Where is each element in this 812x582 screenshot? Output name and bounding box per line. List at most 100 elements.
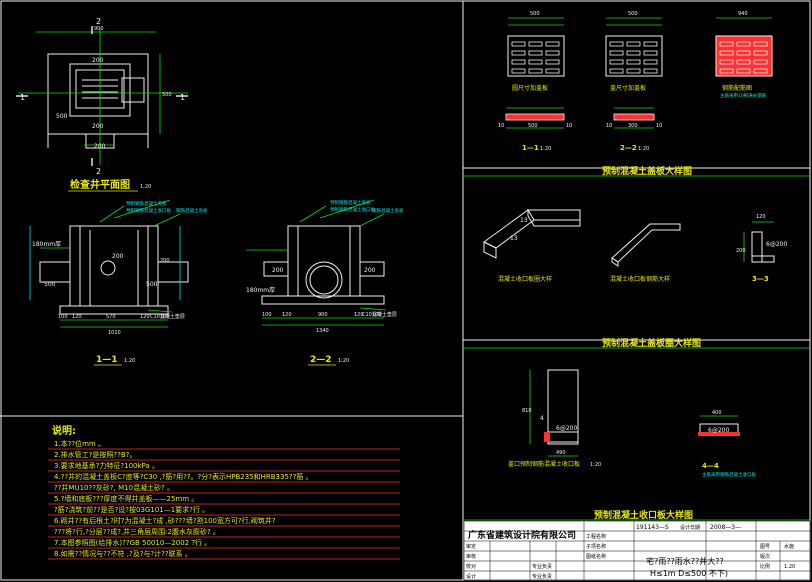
cover-slot (511, 59, 526, 65)
cover-slot (719, 41, 734, 47)
title-block-label: 专业负责 (532, 573, 552, 580)
cover-slot (609, 50, 624, 56)
cover-plate-1-slots (511, 41, 560, 74)
collar-rebar: 6@200 (766, 241, 787, 248)
notes-block: 说明: 1.本??位mm 。2.排水管工?是按照??B?。3.要求地基承?力特征… (48, 424, 400, 560)
cover-slot (528, 68, 543, 74)
section1-dim-200b: 200 (160, 258, 170, 264)
cover-section-2-2: 2—2 (620, 144, 637, 152)
plan-dim-top-total: 900 (94, 26, 104, 32)
cover2-bot-dim-b: 300 (628, 123, 638, 129)
plan-dim-right: 500 (162, 92, 172, 98)
drawing-title-line1: 宅?雨??雨水??井大?? (646, 556, 724, 566)
mouth-label: 盖口预制钢筋混凝土收口板 (508, 460, 580, 468)
section-2-2: 预制钢筋混凝土盖板 预制钢筋混凝土收口板 钢筋混凝土盖板 180mm厚 200 … (246, 199, 404, 366)
cover-plate-2-slots (609, 41, 658, 74)
mouth-rebar2: 6@200 (708, 427, 729, 434)
title-block-label: 专业负责 (532, 563, 552, 570)
banner3-text: 预制混凝土收口板大样图 (594, 509, 693, 521)
mouth-section-rebar (698, 432, 740, 436)
date-label: 设计日期 (680, 524, 700, 531)
cover-slot (643, 50, 658, 56)
cover-slot (736, 41, 751, 47)
section-bottom-dim: 120 (282, 312, 292, 318)
title-block-label: 校对 (466, 563, 476, 570)
notes-line: 8.如需??情况与??不符 ,?及?与?计??联系 。 (54, 549, 192, 558)
collar-ring-details: 13 13 6@200 120 200 混凝土收口板圈大样 混凝土收口板钢筋大样… (483, 208, 787, 283)
notes-line: 2.排水管工?是按照??B?。 (54, 450, 136, 459)
mouth-section-4-4: 4—4 (702, 462, 719, 470)
section2-title: 2—2 (310, 355, 332, 365)
plan-scale: 1:20 (140, 184, 151, 190)
section-bottom-dim: 900 (318, 312, 328, 318)
section1-label-180: 180mm厚 (32, 241, 61, 248)
section-bottom-dim: 100 (58, 314, 68, 320)
cover-slot (719, 68, 734, 74)
notes-line: 7.本图参照图(给排水)??GB 50010—2002 ?行 。 (54, 538, 211, 547)
title-block-right-label: 图号 (760, 544, 770, 550)
title-block-label: 设计 (466, 573, 476, 580)
banner2-text: 预制混凝土盖板圈大样图 (602, 337, 701, 349)
cover-slot (626, 59, 641, 65)
cover1-bot-dim-a: 10 (498, 123, 504, 129)
collar-section-3-3: 3—3 (752, 275, 769, 283)
collar-dim-13b: 13 (510, 235, 518, 242)
cover-slot (753, 59, 768, 65)
cover-slot (643, 59, 658, 65)
section-bottom-dim: 100 (262, 312, 272, 318)
plan-dim-200c: 200 (94, 143, 106, 150)
title-block-right-value: 1:20 (784, 564, 795, 570)
notes-line: 6.砌井??有后根土?时?为混凝土?成 ,砂???墙?割100宽方可?行,砌筑井… (54, 516, 276, 525)
section1-total: 1010 (108, 330, 121, 336)
section1-c10: C10混凝土垫层 (150, 313, 185, 320)
cover2-bot-dim-c: 10 (656, 123, 662, 129)
cover-section-1-scale: 1:20 (540, 146, 551, 152)
title-block-right-value: 水施 (784, 543, 794, 550)
mouth-rebar: 6@200 (556, 425, 577, 432)
cover-slot (545, 68, 560, 74)
cover-slot (528, 41, 543, 47)
mouth-dim-810: 810 (522, 408, 532, 414)
plan-dim-500: 500 (56, 113, 68, 120)
cover3-label: 钢筋配筋图 (722, 84, 752, 92)
cover-slot (609, 59, 624, 65)
notes-line: ?筋?浇筑?前??是否?设?按03G101—1要求?行 。 (54, 505, 209, 514)
section2-total: 1340 (316, 328, 329, 334)
cover-slot (753, 41, 768, 47)
cover-slot (528, 50, 543, 56)
cover-slot (736, 68, 751, 74)
cover-slot (719, 50, 734, 56)
cover-section-2-scale: 1:20 (638, 146, 649, 152)
banner-cover-plate: 预制混凝土盖板大样图 (463, 165, 810, 177)
drawing-date: 2008—3— (710, 524, 741, 531)
cover-slot (626, 41, 641, 47)
section2-scale: 1:20 (338, 358, 349, 364)
collar-dim-200: 200 (736, 248, 746, 254)
section-1-1: 预制钢筋混凝土盖板 预制钢筋混凝土收口板 钢筋混凝土盖板 180mm厚 500 … (29, 199, 208, 366)
banner1-text: 预制混凝土盖板大样图 (602, 165, 692, 177)
cover2-dim: 500 (628, 11, 638, 17)
notes-line: 1.本??位mm 。 (54, 439, 105, 448)
title-block-label: 审核 (466, 553, 476, 560)
cover1-section (505, 113, 565, 121)
section2-leader-collar: 预制钢筋混凝土收口板 (330, 206, 375, 213)
cover-slot (626, 68, 641, 74)
section-bottom-dim: 570 (106, 314, 116, 320)
plan-title: 检查井平面图 (70, 178, 130, 191)
plan-section-1-right: 1 (180, 93, 185, 102)
plan-section-2-top: 2 (96, 17, 101, 26)
mouth-scale: 1:20 (590, 462, 601, 468)
title-block-right-label: 比例 (760, 563, 770, 570)
section2-leader-rc: 钢筋混凝土盖板 (372, 207, 404, 214)
notes-lines: 1.本??位mm 。2.排水管工?是按照??B?。3.要求地基承?力特征?100… (48, 439, 400, 560)
cover-slot (626, 50, 641, 56)
banner-mouth: 预制混凝土收口板大样图 (463, 509, 810, 521)
cover1-bot-dim-b: 500 (528, 123, 538, 129)
cover2-label: 盖尺寸加盖板 (610, 84, 646, 92)
section2-leader-cover: 预制钢筋混凝土盖板 (330, 199, 371, 206)
title-block: 广东省建筑设计院有限公司 191143—S 设计日期 2008—3— 工程名称子… (463, 520, 811, 581)
section-bottom-dim: 100 (160, 314, 170, 320)
collar-dim-120: 120 (756, 214, 766, 220)
